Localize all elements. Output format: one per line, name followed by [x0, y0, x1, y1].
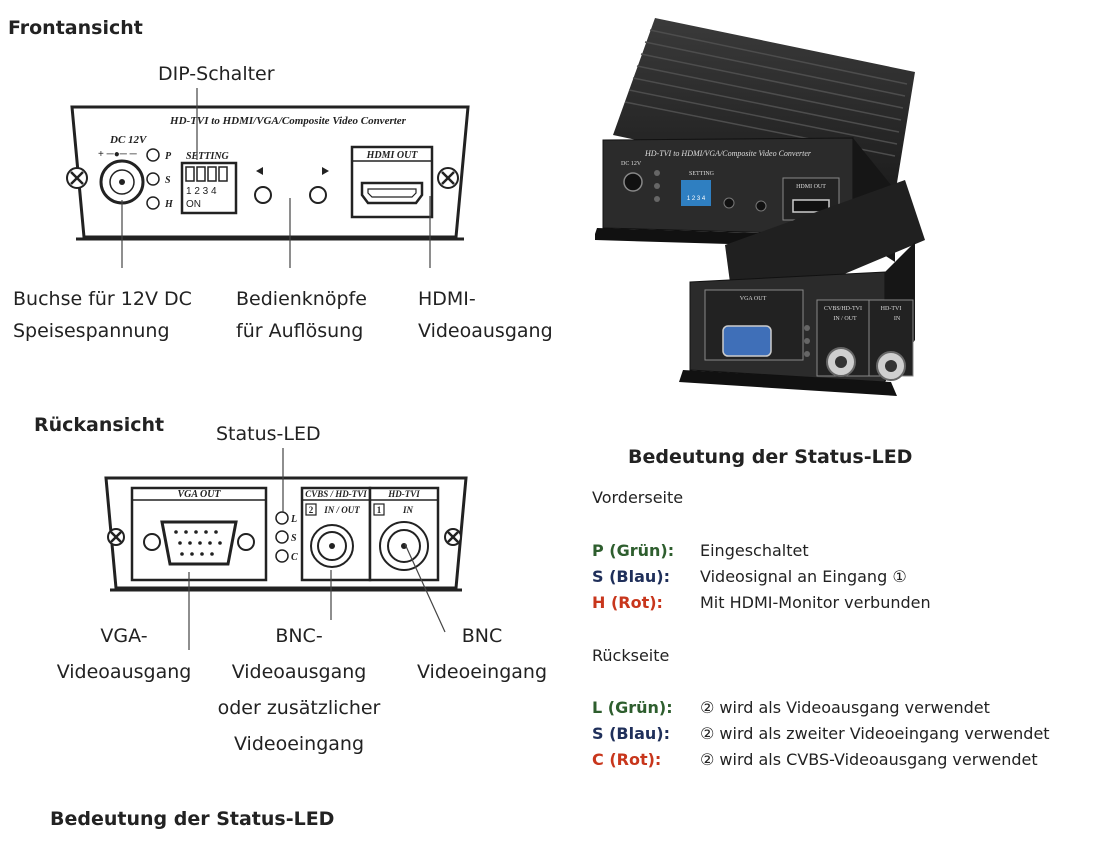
bottom-legend-title: Bedeutung der Status-LED [50, 808, 335, 830]
legend-value: Videosignal an Eingang ① [700, 567, 907, 586]
rear-panel-drawing: VGA OUT L S C CVBS / HD-TVI 2 IN / OUT H… [104, 476, 468, 592]
dc-label: DC 12V [109, 134, 148, 146]
svg-text:IN / OUT: IN / OUT [323, 505, 360, 515]
front-callout-lines [121, 88, 431, 268]
hdtvi-label: HD-TVI [387, 489, 420, 499]
svg-text:S: S [291, 533, 297, 544]
setting-label: SETTING [186, 151, 230, 162]
svg-text:H: H [164, 199, 174, 210]
svg-text:1: 1 [377, 505, 382, 515]
vga-out-label: VGA OUT [177, 489, 221, 500]
svg-text:L: L [290, 514, 297, 525]
legend-key: H (Rot): [592, 593, 663, 612]
svg-text:IN: IN [894, 316, 901, 322]
led-h [146, 196, 160, 210]
svg-text:VGA OUT: VGA OUT [740, 296, 767, 302]
led-s-rear [275, 530, 289, 544]
left-arrow-icon [256, 167, 263, 175]
status-led-callout: Status-LED [216, 423, 321, 445]
svg-text:HD-TVI to HDMI/VGA/Composite V: HD-TVI to HDMI/VGA/Composite Video Conve… [644, 149, 812, 158]
led-s [146, 172, 160, 186]
rear-screw-right [444, 528, 462, 546]
legend-key: L (Grün): [592, 698, 673, 717]
rear-screw-left [107, 528, 125, 546]
right-arrow-icon [322, 167, 329, 175]
cvbs-label: CVBS / HD-TVI [305, 489, 367, 499]
svg-text:2: 2 [309, 505, 314, 515]
svg-text:+ ─●─ ─: + ─●─ ─ [98, 149, 138, 160]
svg-text:HDMI OUT: HDMI OUT [796, 184, 826, 190]
product-photo: HD-TVI to HDMI/VGA/Composite Video Conve… [595, 18, 925, 396]
svg-text:ON: ON [186, 199, 201, 210]
legend-key: P (Grün): [592, 541, 675, 560]
buttons-callout: Bedienknöpfe für Auflösung [236, 288, 367, 342]
led-p [146, 148, 160, 162]
legend-key: S (Blau): [592, 567, 670, 586]
svg-text:1 2 3 4: 1 2 3 4 [687, 196, 706, 202]
svg-text:SETTING: SETTING [689, 171, 715, 177]
legend-key: C (Rot): [592, 750, 662, 769]
led-l [275, 511, 289, 525]
legend-key: S (Blau): [592, 724, 670, 743]
rear-view-title: Rückansicht [34, 414, 165, 436]
legend-value: ② wird als CVBS-Videoausgang verwendet [700, 750, 1038, 769]
legend-value: Mit HDMI-Monitor verbunden [700, 593, 931, 612]
button-left [254, 186, 272, 204]
hdmi-out-label: HDMI OUT [366, 150, 419, 161]
bnc-in-callout: BNC Videoeingang [416, 625, 548, 683]
rear-callout-lines [188, 448, 446, 650]
hdmi-callout: HDMI- Videoausgang [418, 288, 553, 342]
front-side-heading: Vorderseite [592, 488, 684, 507]
led-c [275, 549, 289, 563]
svg-text:CVBS/HD-TVI: CVBS/HD-TVI [824, 306, 862, 312]
front-view-title: Frontansicht [8, 17, 143, 39]
svg-text:C: C [291, 552, 298, 563]
svg-text:HD-TVI: HD-TVI [881, 306, 902, 312]
legend-value: ② wird als Videoausgang verwendet [700, 698, 990, 717]
front-screw-right [437, 167, 459, 189]
svg-text:DC 12V: DC 12V [621, 161, 642, 167]
svg-text:S: S [165, 175, 171, 186]
power-callout: Buchse für 12V DC Speisespannung [13, 288, 192, 342]
svg-text:IN: IN [402, 505, 414, 515]
svg-text:P: P [165, 151, 172, 162]
front-panel-drawing: HD-TVI to HDMI/VGA/Composite Video Conve… [66, 105, 470, 241]
vga-callout: VGA- Videoausgang [56, 625, 192, 683]
svg-text:IN / OUT: IN / OUT [833, 316, 857, 322]
svg-text:1 2 3 4: 1 2 3 4 [186, 186, 217, 197]
front-screw-left [66, 167, 88, 189]
bnc-out-callout: BNC- Videoausgang oder zusätzlicher Vide… [217, 625, 381, 755]
legend-title: Bedeutung der Status-LED [628, 446, 913, 468]
dip-switch-callout: DIP-Schalter [158, 63, 275, 85]
legend-value: Eingeschaltet [700, 541, 809, 560]
button-right [309, 186, 327, 204]
legend-value: ② wird als zweiter Videoeingang verwende… [700, 724, 1050, 743]
front-device-label: HD-TVI to HDMI/VGA/Composite Video Conve… [169, 115, 407, 127]
rear-side-heading: Rückseite [592, 646, 670, 665]
